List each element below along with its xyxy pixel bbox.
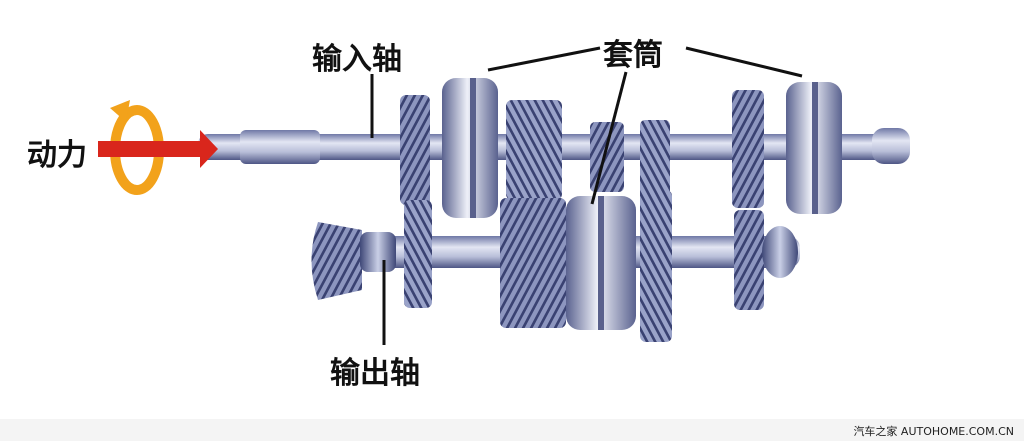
sleeve-3 [786,82,842,214]
sleeve-leader-middle [590,71,628,205]
bevel-pinion [311,222,396,300]
watermark-text: 汽车之家 AUTOHOME.COM.CN [853,425,1014,438]
power-label: 动力 [27,138,87,173]
sleeve-leader-right [685,46,803,78]
sleeve-label: 套筒 [603,38,663,73]
sleeve-2 [566,196,636,330]
output-shaft-label: 输出轴 [330,356,420,391]
output-shaft-gears [404,190,798,342]
power-indicator [98,100,218,195]
leader-lines [370,46,803,345]
sleeve-1 [442,78,498,218]
input-shaft-label: 输入轴 [312,42,402,77]
watermark-bar: 汽车之家 AUTOHOME.COM.CN [0,419,1024,441]
sleeve-leader-left [487,46,601,72]
